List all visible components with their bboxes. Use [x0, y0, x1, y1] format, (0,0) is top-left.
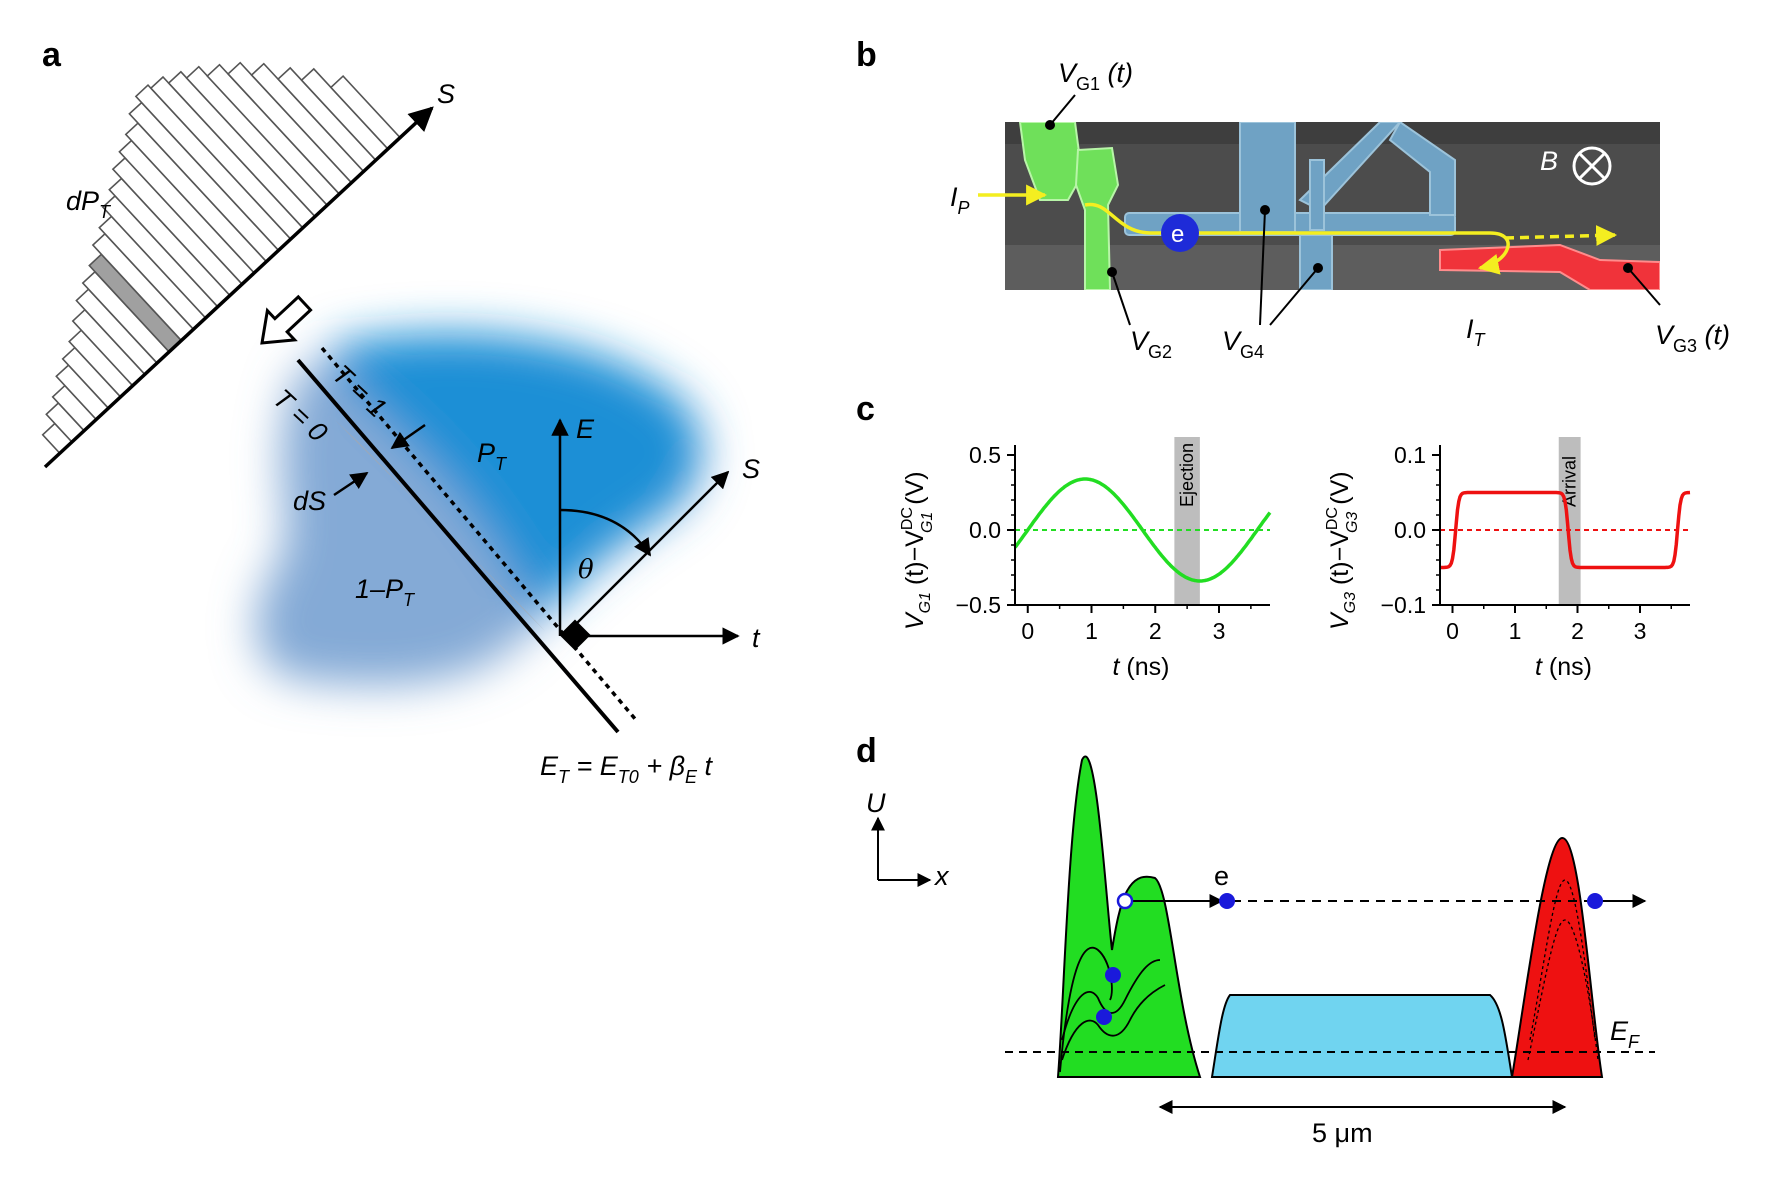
t0-line: [296, 358, 620, 734]
ds-arrow-lower: [333, 471, 369, 497]
y-tick-label: −0.1: [1381, 592, 1426, 618]
panel-a-letter: a: [42, 36, 62, 74]
x-tick-label: 1: [1085, 618, 1098, 644]
it-label: IT: [1466, 314, 1487, 350]
histogram-s-label: S: [437, 79, 455, 109]
x-axis-label: t (ns): [1113, 653, 1170, 681]
x-tick-label: 1: [1509, 618, 1522, 644]
x-tick-label: 2: [1149, 618, 1162, 644]
x-axis-label: t (ns): [1535, 653, 1592, 681]
x-tick-label: 3: [1634, 618, 1647, 644]
e-axis-label: E: [576, 414, 595, 444]
probability-blob: [256, 333, 704, 686]
u-axis-label: U: [866, 788, 886, 818]
electron-label: e: [1171, 221, 1184, 248]
theta-arc: [559, 508, 652, 557]
x-tick-label: 0: [1021, 618, 1034, 644]
panel-b-letter: b: [856, 36, 877, 74]
band-label: Ejection: [1177, 443, 1197, 507]
y-tick-label: 0.0: [1394, 517, 1426, 543]
threshold-equation: ET = ET0 + βE t: [540, 751, 714, 787]
band-label: Arrival: [1560, 456, 1580, 507]
y-tick-label: 0.5: [969, 442, 1001, 468]
t1-line: [320, 346, 638, 722]
emitted-electron-dot: [1219, 893, 1235, 909]
panel-a: a S dPT T = 1 T = 0 dS PT 1–PT E t: [41, 36, 761, 787]
hollow-arrow-icon: [260, 294, 313, 345]
theta-label: θ: [578, 555, 594, 585]
transmitted-electron-dot: [1587, 893, 1603, 909]
ds-arrow-upper: [390, 423, 426, 450]
fermi-label: EF: [1610, 1016, 1640, 1052]
series-line: [1440, 490, 1691, 570]
panel-c: c Ejection 0.5 0.0 −0.5 0 1 2 3 t (ns) VG1 (t)−VD…: [856, 390, 1691, 681]
electron-marker: [1161, 214, 1199, 252]
ds-label: dS: [293, 486, 326, 516]
sem-image: [1005, 122, 1660, 290]
panel-b: b: [856, 36, 1730, 362]
ip-label: IP: [950, 182, 970, 218]
x-tick-label: 0: [1446, 618, 1459, 644]
dpt-label: dPT: [66, 186, 112, 222]
x-tick-label: 3: [1213, 618, 1226, 644]
histogram: [41, 61, 402, 455]
panel-c-letter: c: [856, 390, 875, 428]
x-tick-label: 2: [1571, 618, 1584, 644]
b-field-label: B: [1540, 146, 1558, 176]
x-axis-label: x: [933, 861, 950, 891]
vg4-label: VG4: [1222, 326, 1264, 362]
vg1-label: VG1 (t): [1058, 58, 1133, 94]
pt-label: PT: [477, 438, 508, 474]
electron-label-d: e: [1214, 861, 1229, 891]
highlight-band: [1558, 437, 1581, 605]
t-axis-label: t: [752, 623, 761, 653]
panel-d: d U x EF e 5 μm: [856, 732, 1655, 1148]
one-minus-pt-label: 1–PT: [355, 574, 416, 610]
red-barrier: [1510, 836, 1604, 1078]
green-barrier: [1056, 755, 1202, 1078]
series-line: [1013, 477, 1272, 583]
blue-plateau: [1210, 994, 1514, 1078]
histogram-s-axis: [43, 106, 434, 469]
scale-label: 5 μm: [1312, 1118, 1373, 1148]
vg2-label: VG2: [1130, 326, 1172, 362]
trapped-electron-dot-upper: [1105, 967, 1121, 983]
vg3-label: VG3 (t): [1655, 320, 1730, 356]
y-tick-label: 0.0: [969, 517, 1001, 543]
trapped-electron-dot-lower: [1096, 1009, 1112, 1025]
s-axis-label: S: [742, 454, 760, 484]
y-tick-label: 0.1: [1394, 442, 1426, 468]
empty-state-marker: [1116, 892, 1134, 910]
origin-diamond-icon: [559, 619, 591, 651]
y-tick-label: −0.5: [956, 592, 1001, 618]
panel-d-letter: d: [856, 732, 877, 770]
b-field-into-page-icon: [1572, 146, 1612, 186]
